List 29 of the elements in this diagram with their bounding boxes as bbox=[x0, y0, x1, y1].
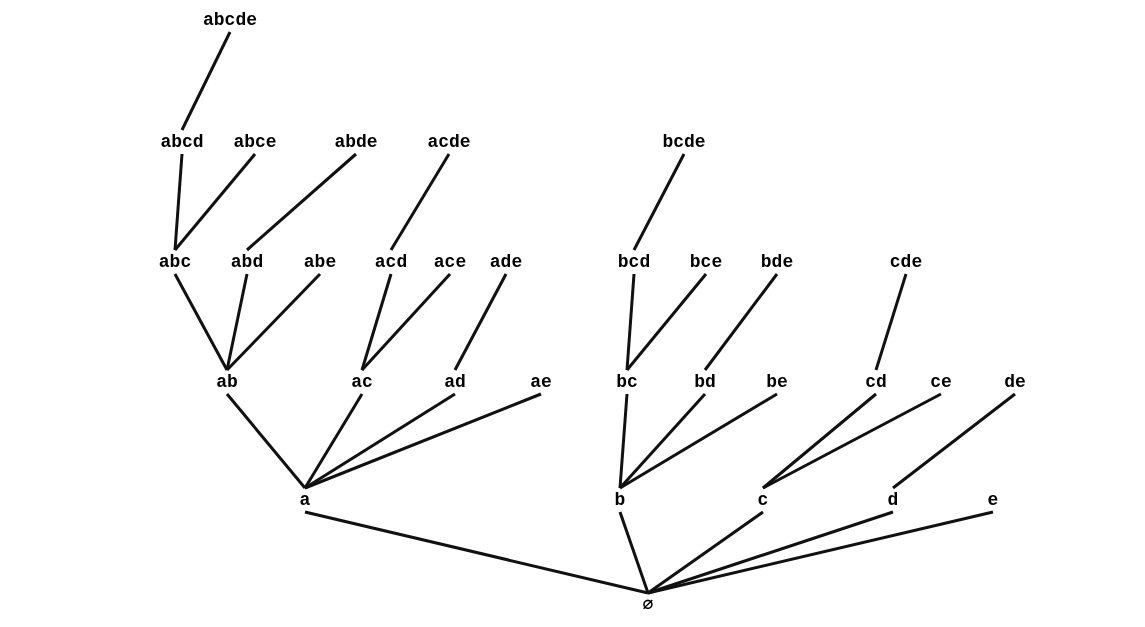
tree-edge bbox=[892, 392, 1016, 490]
tree-edge bbox=[762, 392, 877, 490]
tree-edge bbox=[625, 273, 708, 371]
tree-edge bbox=[453, 273, 508, 371]
tree-edge bbox=[632, 153, 686, 251]
tree-edge bbox=[703, 273, 779, 371]
tree-edge bbox=[647, 510, 994, 595]
tree-edge bbox=[173, 153, 257, 251]
tree-edge bbox=[180, 31, 232, 131]
tree-edge bbox=[173, 153, 184, 251]
tree-edge bbox=[303, 393, 364, 489]
tree-edge bbox=[225, 273, 249, 371]
tree-edge bbox=[762, 392, 942, 490]
tree-edge bbox=[389, 153, 451, 251]
tree-edge bbox=[874, 273, 908, 371]
tree-edge bbox=[225, 272, 322, 372]
tree-edge bbox=[304, 510, 649, 595]
tree-edge bbox=[225, 393, 307, 489]
tree-edge bbox=[618, 511, 650, 594]
tree-edge bbox=[304, 392, 542, 490]
tree-edge bbox=[360, 273, 393, 371]
tree-edge bbox=[246, 152, 357, 252]
tree-edge bbox=[619, 392, 778, 490]
tree-edge bbox=[625, 273, 636, 371]
tree-edge bbox=[173, 273, 229, 371]
tree-edge bbox=[647, 510, 764, 595]
tree-edge bbox=[360, 273, 452, 371]
tree-edge bbox=[618, 393, 707, 489]
tree-edge bbox=[618, 393, 629, 489]
